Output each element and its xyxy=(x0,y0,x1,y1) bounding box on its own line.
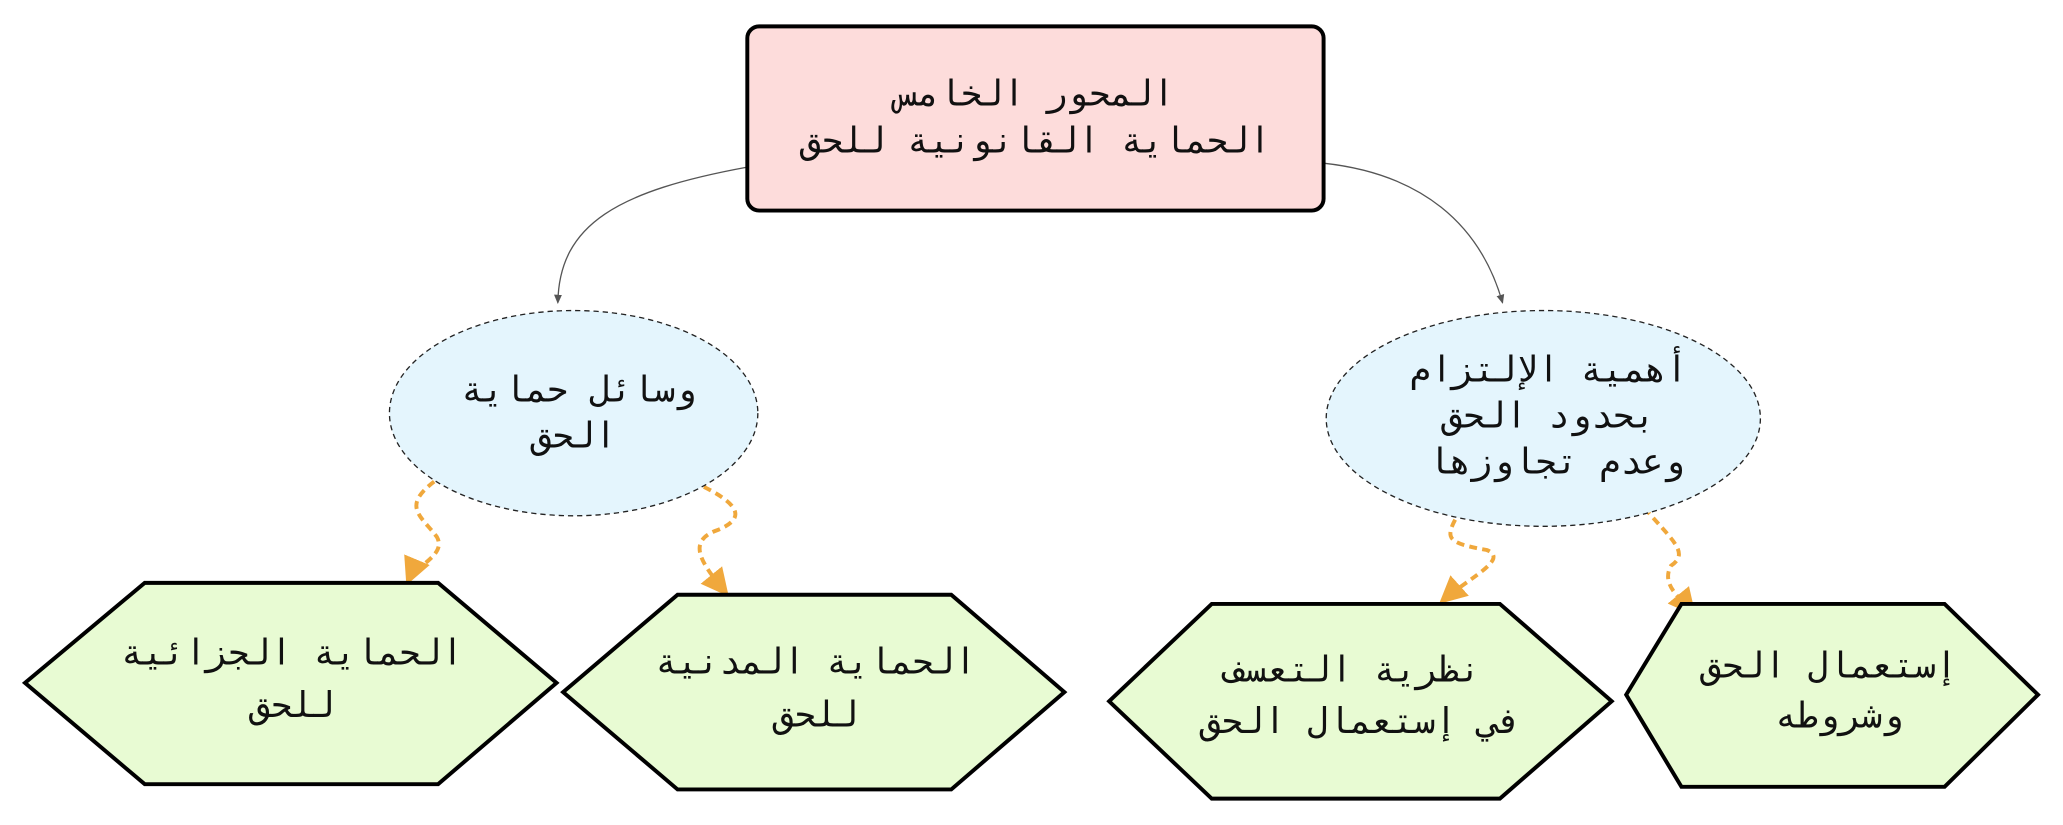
leaf-line: للحق xyxy=(772,694,859,735)
edge-dashed-to-usage xyxy=(1643,506,1696,617)
leaf-line: للحق xyxy=(248,685,335,726)
branch-protection-means[interactable]: وسائل حماية الحق xyxy=(388,309,759,517)
leaf-line: نظرية التعسف xyxy=(1221,650,1481,691)
edge-dashed-to-abuse xyxy=(1439,518,1496,604)
edge-root-to-protection-means xyxy=(554,166,748,304)
branch-line: وسائل حماية xyxy=(461,369,696,410)
leaf-abuse-theory[interactable]: نظرية التعسف في إستعمال الحق xyxy=(1106,601,1615,801)
root-line-1: المحور الخامس xyxy=(890,73,1174,114)
leaf-line: الحماية الجزائية xyxy=(121,632,463,673)
edge-dashed-to-civil xyxy=(697,485,738,597)
branch-line: وعدم تجاوزها xyxy=(1428,442,1685,483)
root-node[interactable]: المحور الخامس الحماية القانونية للحق xyxy=(745,24,1326,213)
branch-line: أهمية الإلتزام xyxy=(1410,346,1688,391)
leaf-line: إستعمال الحق xyxy=(1700,646,1958,687)
leaf-civil-protection[interactable]: الحماية المدنية للحق xyxy=(560,592,1068,792)
leaf-line: الحماية المدنية xyxy=(655,642,976,683)
leaf-line: في إستعمال الحق xyxy=(1199,701,1521,742)
leaf-line: وشروطه xyxy=(1775,696,1903,737)
branch-line: بحدود الحق xyxy=(1441,396,1656,437)
leaf-criminal-protection[interactable]: الحماية الجزائية للحق xyxy=(21,580,560,787)
edge-root-to-limits xyxy=(1323,162,1505,304)
root-line-2: الحماية القانونية للحق xyxy=(799,121,1270,162)
branch-line: الحق xyxy=(530,415,617,456)
edge-dashed-to-criminal xyxy=(404,480,441,586)
leaf-right-usage[interactable]: إستعمال الحق وشروطه xyxy=(1623,601,2041,789)
branch-limits-importance[interactable]: أهمية الإلتزام بحدود الحق وعدم تجاوزها xyxy=(1325,309,1762,527)
